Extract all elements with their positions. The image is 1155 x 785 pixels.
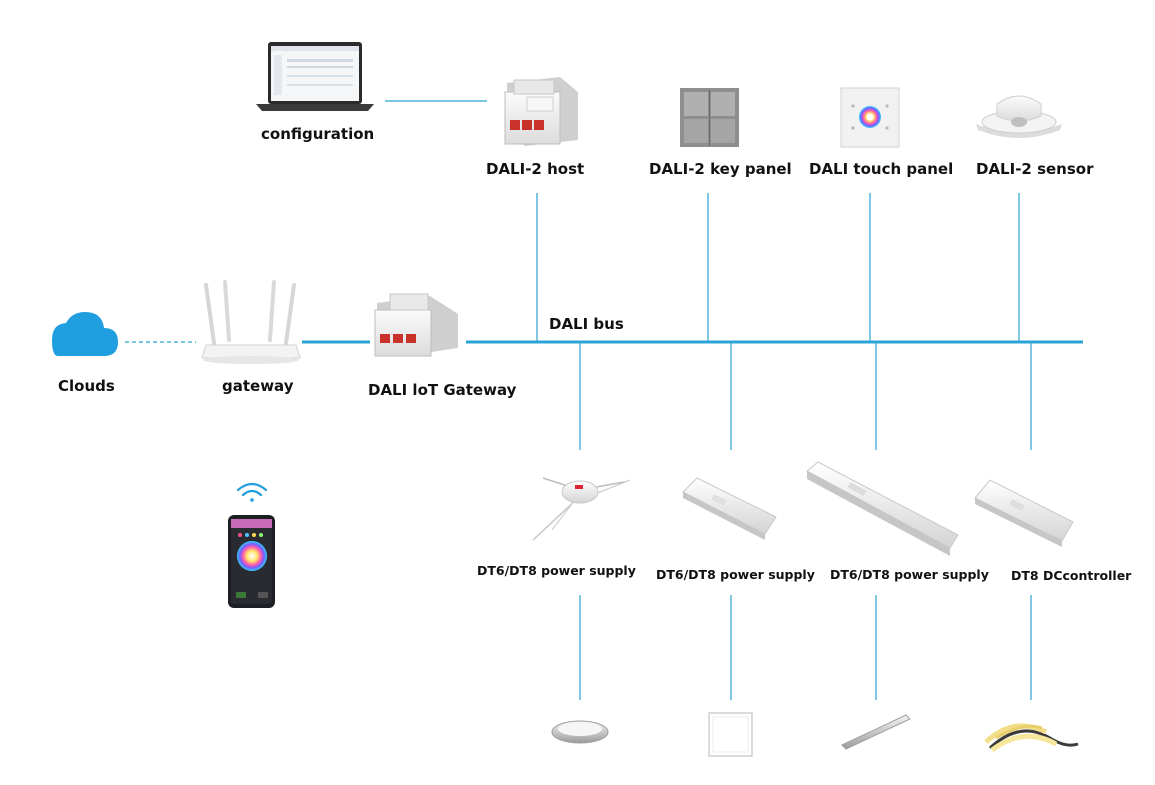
downlight-icon xyxy=(551,720,609,744)
label-power-supply-1: DT6/DT8 power supply xyxy=(477,563,636,578)
label-gateway: gateway xyxy=(222,377,294,395)
touch-panel-icon xyxy=(840,87,900,148)
power-supply-1-icon xyxy=(532,477,631,541)
label-dali2-host: DALI-2 host xyxy=(486,160,585,178)
label-dali2-sensor: DALI-2 sensor xyxy=(976,160,1094,178)
connection-lines xyxy=(125,100,1083,700)
label-dali-bus: DALI bus xyxy=(549,315,624,333)
din-rail-module-icon xyxy=(504,77,578,146)
label-dc-controller: DT8 DCcontroller xyxy=(1011,568,1132,583)
din-rail-module-icon xyxy=(374,293,458,357)
panel-light-icon xyxy=(708,712,753,757)
led-strip-icon xyxy=(984,723,1079,753)
label-dali2-key-panel: DALI-2 key panel xyxy=(649,160,792,178)
label-dali-iot-gateway: DALI loT Gateway xyxy=(368,381,517,399)
label-power-supply-3: DT6/DT8 power supply xyxy=(830,567,989,582)
smartphone-app-icon xyxy=(228,515,275,608)
power-supply-3-icon xyxy=(806,461,959,556)
wifi-icon xyxy=(236,482,268,502)
ceiling-sensor-icon xyxy=(976,95,1062,138)
cloud-icon xyxy=(52,312,118,356)
key-panel-icon xyxy=(680,88,739,147)
linear-light-icon xyxy=(841,714,911,750)
laptop-icon xyxy=(256,42,374,111)
power-supply-4-icon xyxy=(974,479,1074,547)
label-power-supply-2: DT6/DT8 power supply xyxy=(656,567,815,582)
router-icon xyxy=(201,280,301,364)
label-dali-touch-panel: DALI touch panel xyxy=(809,160,954,178)
label-configuration: configuration xyxy=(261,125,375,143)
label-clouds: Clouds xyxy=(58,377,115,395)
power-supply-2-icon xyxy=(682,477,777,540)
